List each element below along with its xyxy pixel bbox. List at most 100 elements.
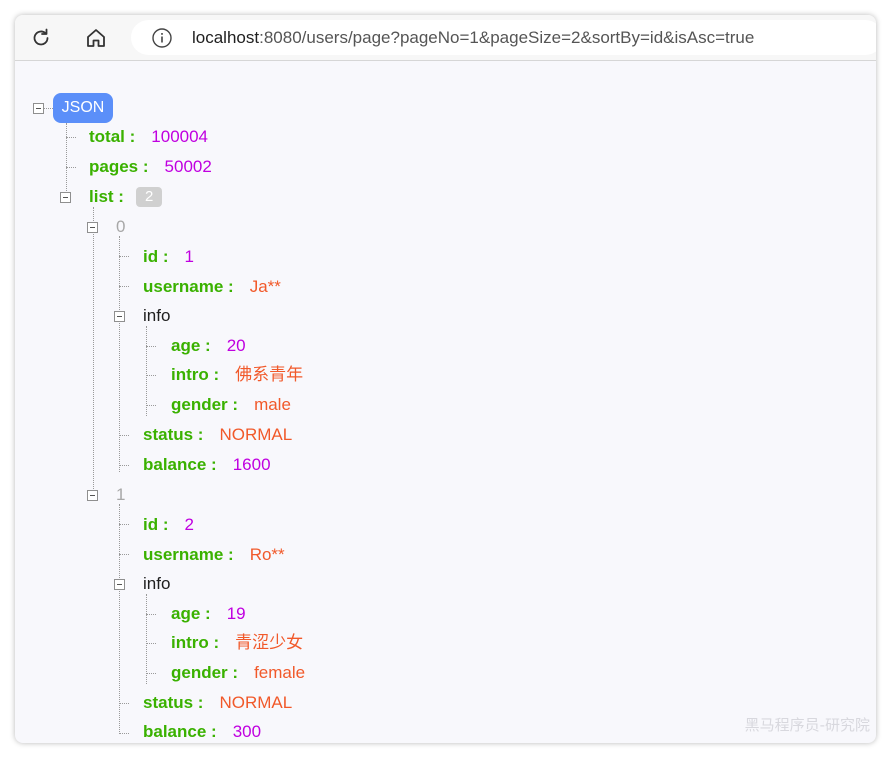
number-value: 2: [184, 515, 194, 534]
key-label: gender :: [171, 663, 239, 682]
field-age: age : 20: [171, 336, 246, 356]
key-label: username :: [143, 277, 234, 296]
key-label: status :: [143, 693, 204, 712]
url-text[interactable]: localhost:8080/users/page?pageNo=1&pageS…: [192, 28, 754, 48]
number-value: 1: [184, 247, 194, 266]
tree-connector: [146, 614, 156, 615]
number-value: 100004: [151, 127, 209, 146]
tree-connector: [119, 733, 129, 734]
watermark: 黑马程序员-研究院: [744, 716, 870, 734]
key-label: balance :: [143, 722, 217, 741]
tree-connector: [119, 524, 129, 525]
key-label: intro :: [171, 365, 220, 384]
key-label: balance :: [143, 455, 217, 474]
key-label: total :: [89, 127, 136, 146]
index-label: 1: [116, 485, 126, 504]
number-value: 20: [226, 336, 246, 355]
collapse-toggle-list[interactable]: [60, 192, 71, 203]
field-list: list : 2: [89, 187, 163, 207]
tree-guide: [146, 326, 147, 416]
string-value: 佛系青年: [235, 365, 304, 384]
field-status: status : NORMAL: [143, 693, 292, 713]
tree-connector: [119, 554, 129, 555]
string-value: male: [254, 395, 291, 414]
field-balance: balance : 1600: [143, 455, 271, 475]
number-value: 19: [226, 604, 246, 623]
field-age: age : 19: [171, 604, 246, 624]
key-label: pages :: [89, 157, 149, 176]
field-id: id : 1: [143, 247, 194, 267]
string-value: NORMAL: [219, 425, 293, 444]
key-label: id :: [143, 515, 169, 534]
key-label: age :: [171, 336, 211, 355]
field-intro: intro : 青涩少女: [171, 633, 303, 653]
key-label: status :: [143, 425, 204, 444]
field-info: info: [143, 574, 170, 594]
index-label: 0: [116, 217, 126, 236]
count-badge: 2: [135, 187, 163, 207]
key-label: info: [143, 306, 171, 325]
reload-icon[interactable]: [26, 23, 56, 53]
field-username: username : Ro**: [143, 545, 285, 565]
tree-connector: [146, 405, 156, 406]
string-value: NORMAL: [219, 693, 293, 712]
key-label: username :: [143, 545, 234, 564]
collapse-toggle-info[interactable]: [114, 579, 125, 590]
key-label: info: [143, 574, 171, 593]
key-label: gender :: [171, 395, 239, 414]
json-viewer: JSON total :100004 pages :50002 list :2 …: [15, 61, 876, 743]
collapse-toggle-item-1[interactable]: [87, 490, 98, 501]
tree-connector: [146, 643, 156, 644]
tree-connector: [119, 465, 129, 466]
field-id: id : 2: [143, 515, 194, 535]
key-label: id :: [143, 247, 169, 266]
tree-connector: [146, 375, 156, 376]
tree-guide: [119, 236, 120, 472]
field-balance: balance : 300: [143, 722, 261, 742]
tree-connector: [44, 108, 53, 109]
string-value: female: [254, 663, 306, 682]
list-item-index: 0: [116, 217, 125, 237]
key-label: age :: [171, 604, 211, 623]
field-info: info: [143, 306, 170, 326]
collapse-toggle-info[interactable]: [114, 311, 125, 322]
collapse-toggle-root[interactable]: [33, 103, 44, 114]
tree-connector: [146, 673, 156, 674]
key-label: intro :: [171, 633, 220, 652]
field-gender: gender : female: [171, 663, 305, 683]
tree-guide: [66, 123, 67, 199]
field-username: username : Ja**: [143, 277, 281, 297]
string-value: Ja**: [249, 277, 281, 296]
string-value: Ro**: [249, 545, 285, 564]
address-bar[interactable]: localhost:8080/users/page?pageNo=1&pageS…: [131, 20, 876, 55]
root-badge[interactable]: JSON: [53, 93, 113, 123]
tree-connector: [146, 346, 156, 347]
site-info-icon[interactable]: [151, 27, 173, 49]
number-value: 50002: [164, 157, 212, 176]
tree-guide: [119, 504, 120, 734]
tree-connector: [66, 137, 76, 138]
field-total: total : 100004: [89, 127, 208, 147]
tree-connector: [66, 167, 76, 168]
number-value: 1600: [232, 455, 271, 474]
field-status: status : NORMAL: [143, 425, 292, 445]
tree-connector: [119, 435, 129, 436]
tree-guide: [146, 594, 147, 684]
url-host: localhost: [192, 28, 260, 47]
field-gender: gender : male: [171, 395, 291, 415]
number-value: 300: [232, 722, 262, 741]
tree-connector: [119, 703, 129, 704]
key-label: list :: [89, 187, 124, 206]
url-path: :8080/users/page?pageNo=1&pageSize=2&sor…: [259, 28, 755, 47]
list-item-index: 1: [116, 485, 125, 505]
field-pages: pages : 50002: [89, 157, 212, 177]
browser-window: localhost:8080/users/page?pageNo=1&pageS…: [15, 15, 876, 743]
collapse-toggle-item-0[interactable]: [87, 222, 98, 233]
string-value: 青涩少女: [235, 633, 304, 652]
tree-connector: [119, 286, 129, 287]
tree-guide: [93, 207, 94, 497]
field-intro: intro : 佛系青年: [171, 365, 303, 385]
home-icon[interactable]: [81, 23, 111, 53]
browser-toolbar: localhost:8080/users/page?pageNo=1&pageS…: [15, 15, 876, 61]
tree-connector: [119, 256, 129, 257]
